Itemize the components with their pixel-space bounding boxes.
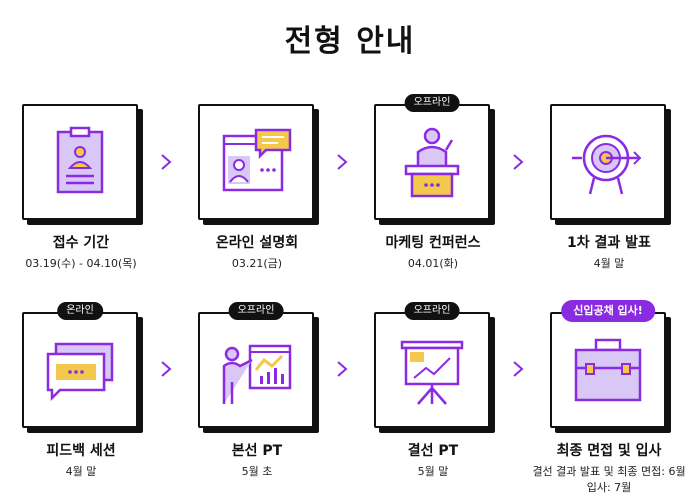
step-date: 04.01(화) <box>407 257 459 270</box>
chevron-right-icon <box>337 154 348 170</box>
step-date: 5월 초 <box>241 465 273 478</box>
podium-icon <box>404 127 460 198</box>
step-label: 마케팅 컨퍼런스 <box>385 235 481 251</box>
chevron-right-icon <box>513 361 524 377</box>
chat-bubbles-icon <box>46 342 114 402</box>
step-date: 4월 말 <box>65 465 97 478</box>
clipboard-icon <box>56 126 104 194</box>
page-title: 전형 안내 <box>284 24 416 59</box>
offline-badge: 오프라인 <box>228 302 284 320</box>
briefcase-icon <box>574 338 642 402</box>
step-card <box>198 104 314 220</box>
presenter-icon <box>222 344 292 404</box>
easel-icon <box>400 340 464 405</box>
step-date: 5월 말 <box>417 465 449 478</box>
step-label: 최종 면접 및 입사 <box>556 443 662 459</box>
step-date: 결선 결과 발표 및 최종 면접: 6월 입사: 7월 <box>520 464 698 496</box>
video-chat-icon <box>222 128 292 192</box>
step-date: 4월 말 <box>593 257 625 270</box>
step-date-line: 입사: 7월 <box>586 481 632 494</box>
target-icon <box>572 134 642 195</box>
offline-badge: 오프라인 <box>404 302 460 320</box>
step-card <box>198 312 314 428</box>
chevron-right-icon <box>337 361 348 377</box>
step-label: 온라인 설명회 <box>215 235 299 251</box>
step-label: 접수 기간 <box>52 235 110 251</box>
step-label: 1차 결과 발표 <box>567 235 651 251</box>
chevron-right-icon <box>513 154 524 170</box>
step-label: 본선 PT <box>231 443 283 459</box>
step-card <box>550 104 666 220</box>
step-card <box>374 104 490 220</box>
step-card <box>22 312 138 428</box>
step-date-line: 결선 결과 발표 및 최종 면접: 6월 <box>532 465 686 478</box>
step-label: 결선 PT <box>407 443 459 459</box>
step-card <box>374 312 490 428</box>
step-date: 03.19(수) - 04.10(목) <box>25 257 137 270</box>
online-badge: 온라인 <box>57 302 103 320</box>
chevron-right-icon <box>161 361 172 377</box>
hire-badge: 신입공채 입사! <box>561 300 655 322</box>
step-card <box>550 312 666 428</box>
step-label: 피드백 세션 <box>46 443 116 459</box>
step-date: 03.21(금) <box>231 257 283 270</box>
chevron-right-icon <box>161 154 172 170</box>
step-card <box>22 104 138 220</box>
offline-badge: 오프라인 <box>404 94 460 112</box>
